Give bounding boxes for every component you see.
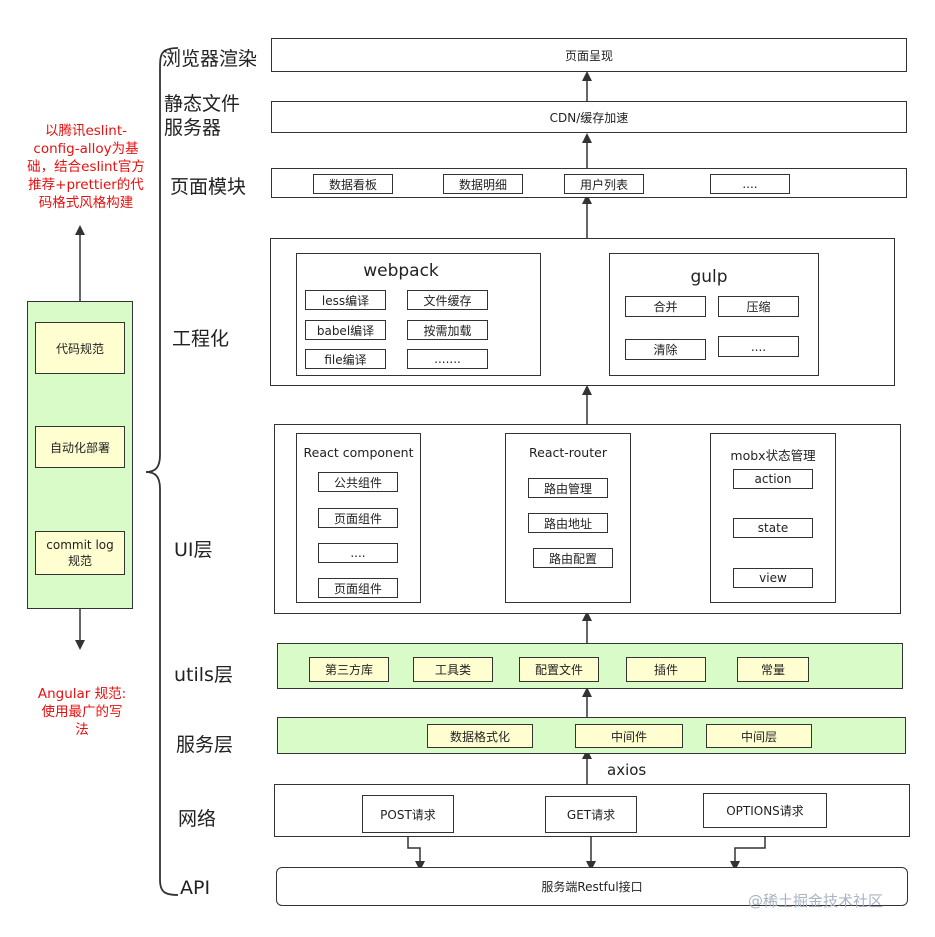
service-middle-layer: 中间层 <box>706 724 812 748</box>
axios-label: axios <box>607 761 647 779</box>
utils-third-party: 第三方库 <box>309 657 389 682</box>
api-box <box>276 867 908 906</box>
webpack-less: less编译 <box>305 290 386 310</box>
gulp-clean: 清除 <box>625 339 706 360</box>
mobx-state: state <box>733 518 813 538</box>
watermark: @稀土掘金技术社区 <box>748 892 884 910</box>
module-detail: 数据明细 <box>443 174 523 194</box>
gulp-more: .... <box>718 336 799 357</box>
mobx-title: mobx状态管理 <box>730 448 816 463</box>
layer-label-api: API <box>180 877 211 899</box>
browser-render-box <box>271 38 907 72</box>
api-label: 服务端Restful接口 <box>541 880 643 894</box>
router-manage: 路由管理 <box>528 478 608 498</box>
network-options: OPTIONS请求 <box>703 793 827 828</box>
left-item-commit-log: commit log 规范 <box>35 531 125 575</box>
utils-plugins: 插件 <box>626 657 706 682</box>
utils-constants: 常量 <box>737 657 809 682</box>
layer-label-browser: 浏览器渲染 <box>162 48 258 70</box>
browser-render-label: 页面呈现 <box>564 48 613 63</box>
left-item-code-standard: 代码规范 <box>35 322 125 374</box>
router-address: 路由地址 <box>528 513 608 533</box>
cdn-box <box>271 101 907 133</box>
module-user-list: 用户列表 <box>564 174 644 194</box>
utils-tools: 工具类 <box>413 657 493 682</box>
left-bottom-note: Angular 规范: 使用最广的写 法 <box>37 686 127 738</box>
webpack-title: webpack <box>363 261 439 281</box>
webpack-lazy-load: 按需加载 <box>407 320 488 340</box>
left-top-note: 以腾讯eslint-config-alloy为基础，结合eslint官方推荐+p… <box>27 123 145 211</box>
module-dashboard: 数据看板 <box>313 174 393 194</box>
layer-label-network: 网络 <box>178 808 217 830</box>
gulp-merge: 合并 <box>625 296 706 317</box>
network-get: GET请求 <box>545 796 637 833</box>
webpack-file: file编译 <box>305 349 386 369</box>
mobx-action: action <box>733 469 813 489</box>
gulp-compress: 压缩 <box>718 296 799 317</box>
react-component-title: React component <box>303 445 414 460</box>
service-data-format: 数据格式化 <box>427 724 533 748</box>
layer-label-ui: UI层 <box>174 539 213 561</box>
gulp-title: gulp <box>690 267 728 287</box>
layer-label-static-files: 静态文件 服务器 <box>164 93 241 139</box>
rc-common-component: 公共组件 <box>318 472 398 492</box>
rc-more: .... <box>318 543 398 563</box>
utils-config: 配置文件 <box>519 657 599 682</box>
network-post: POST请求 <box>362 795 454 833</box>
webpack-more: ....... <box>407 349 488 369</box>
layer-label-utils: utils层 <box>174 664 233 686</box>
layer-label-engineering: 工程化 <box>172 328 230 350</box>
layer-label-service: 服务层 <box>176 734 234 756</box>
left-item-auto-deploy: 自动化部署 <box>35 426 125 468</box>
layer-label-page-module: 页面模块 <box>170 176 247 198</box>
webpack-babel: babel编译 <box>305 320 386 340</box>
arrow-post-to-api <box>407 833 425 871</box>
module-more: .... <box>710 174 790 194</box>
cdn-label: CDN/缓存加速 <box>549 110 629 125</box>
mobx-view: view <box>733 568 813 588</box>
router-config: 路由配置 <box>533 548 613 568</box>
service-middleware: 中间件 <box>575 724 683 748</box>
webpack-file-cache: 文件缓存 <box>407 290 488 310</box>
rc-page-component-2: 页面组件 <box>318 578 398 598</box>
react-router-title: React-router <box>529 445 607 460</box>
rc-page-component: 页面组件 <box>318 508 398 528</box>
